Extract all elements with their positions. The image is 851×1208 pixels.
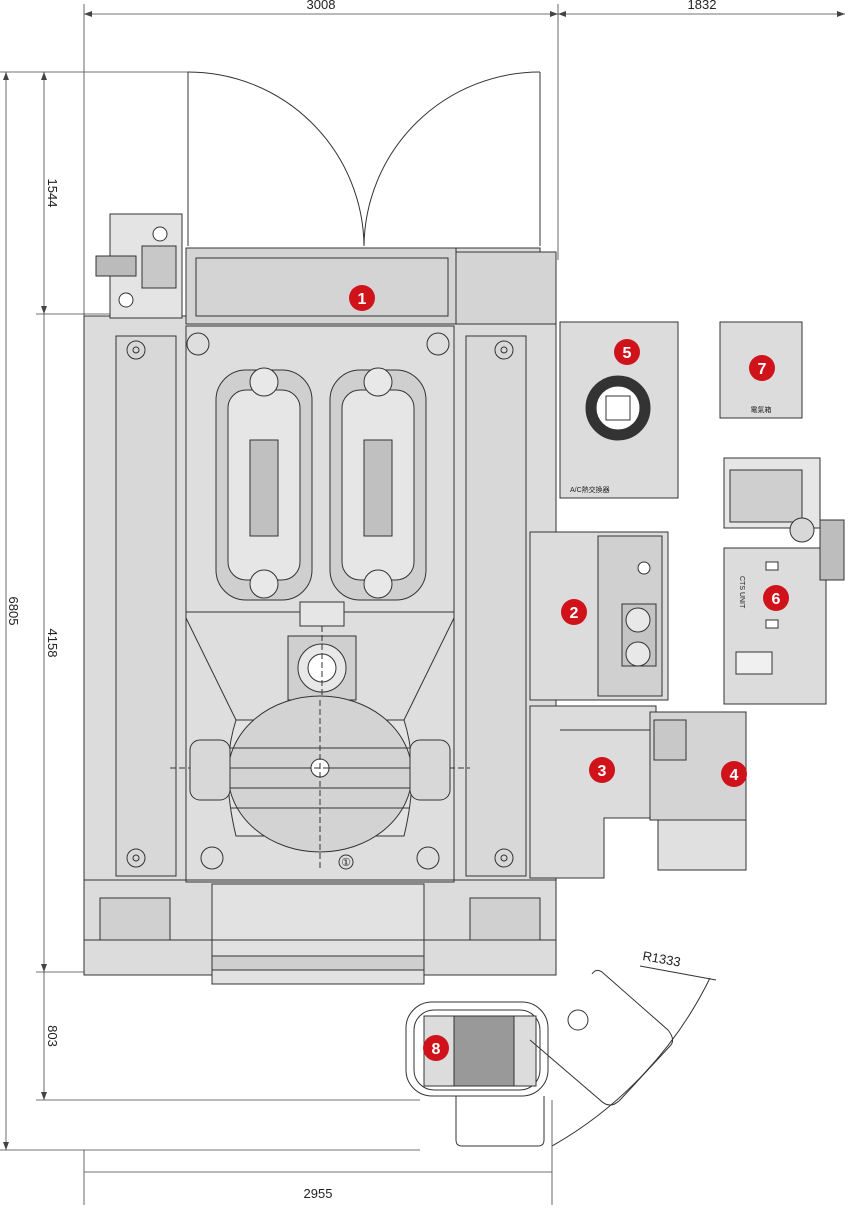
cts-unit [723,457,845,705]
marker-7: 7 [749,355,775,381]
dimension-arrows [3,11,845,1150]
marker-5-label: 5 [623,345,632,362]
marker-8: 8 [423,1035,449,1061]
marker-2: 2 [561,599,587,625]
dim-2955: 2955 [304,1186,333,1201]
marker-8-label: 8 [432,1041,441,1058]
dim-803: 803 [45,1025,60,1047]
spindle-marker-label: ① [341,857,351,869]
marker-4-label: 4 [730,767,739,784]
hydraulic-unit [95,213,183,319]
dim-1832: 1832 [688,0,717,12]
dim-1544: 1544 [45,179,60,208]
marker-7-label: 7 [758,361,767,378]
panel-7-label: 電氣箱 [751,405,772,414]
cts-unit-label: CTS UNIT [738,576,745,609]
chip-tank-unit [529,531,669,701]
marker-6: 6 [763,585,789,611]
dim-4158: 4158 [45,629,60,658]
operator-panel [405,969,674,1147]
dim-3008: 3008 [307,0,336,12]
chip-conveyor [529,705,747,879]
marker-4: 4 [721,761,747,787]
dimension-lines [0,4,845,1205]
radius-leader [639,965,717,981]
marker-3: 3 [589,757,615,783]
marker-2-label: 2 [570,605,579,622]
radius-label: R1333 [641,948,681,969]
ac-heat-exchanger [559,321,679,499]
tool-magazine-left [215,367,313,601]
rotary-table [170,695,470,870]
ac-unit-label: A/C熱交換器 [570,485,610,494]
door-swing [187,71,541,247]
operator-reach-arc [551,977,711,1147]
marker-5: 5 [614,339,640,365]
tool-magazine-right [329,367,427,601]
marker-6-label: 6 [772,591,781,608]
marker-1: 1 [349,285,375,311]
bolt-circles [126,332,514,870]
dim-6805: 6805 [6,597,21,626]
spindle-head [287,601,357,701]
marker-3-label: 3 [598,763,607,780]
marker-1-label: 1 [358,291,367,308]
